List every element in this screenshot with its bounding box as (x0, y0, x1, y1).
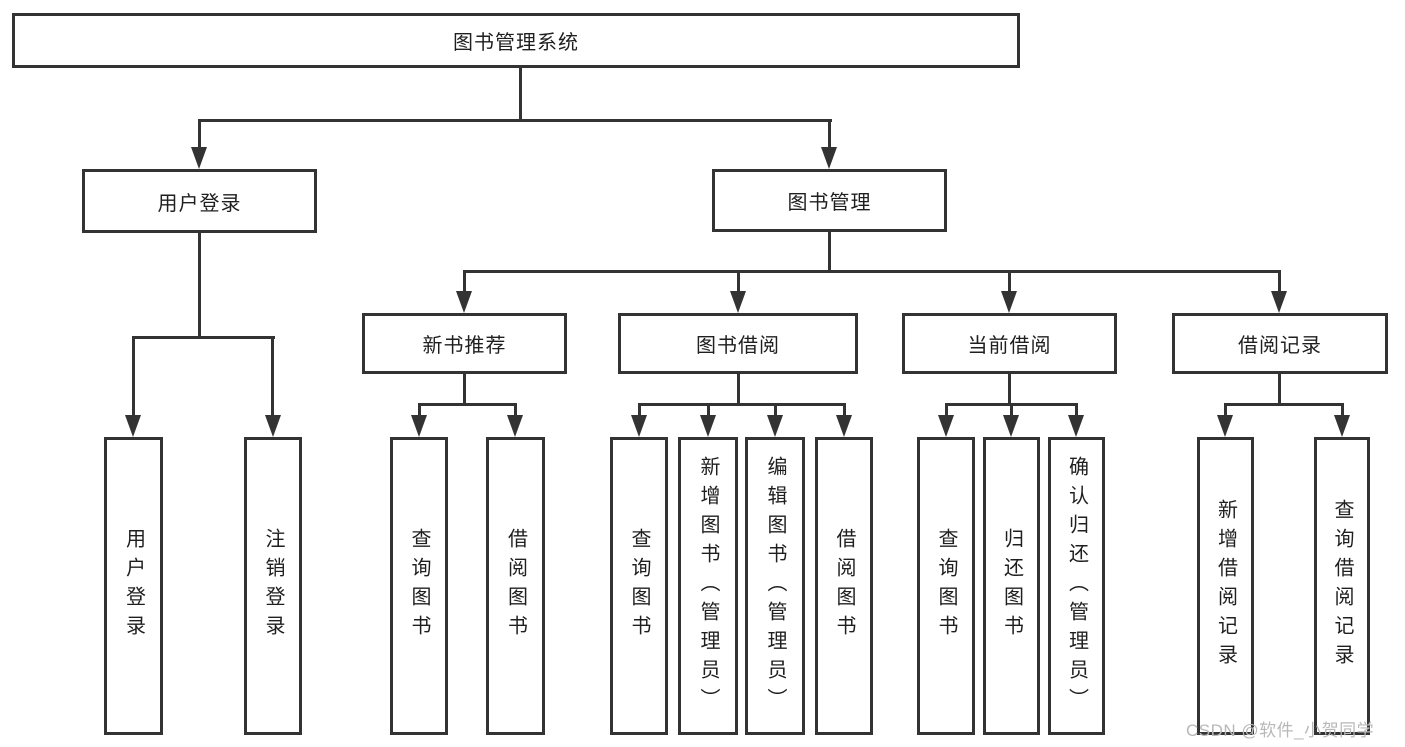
connector-records-drop (1278, 270, 1281, 294)
connector-login-drop (198, 119, 201, 149)
leaf-logout: 注销登录 (244, 437, 302, 735)
leaf-recommend-borrow-books-label: 借阅图书 (504, 528, 527, 644)
connector-borrow-drop-3 (774, 403, 777, 417)
connector-login-drop-2 (271, 336, 274, 417)
node-root-label: 图书管理系统 (453, 32, 579, 54)
connector-records-stem (1278, 374, 1281, 406)
node-book-management: 图书管理 (712, 169, 947, 232)
arrow-to-leaf-user-login (125, 415, 141, 437)
leaf-current-confirm-return-admin-label: 确认归还（管理员） (1065, 455, 1088, 717)
node-current-borrow-label: 当前借阅 (967, 335, 1052, 357)
connector-mgmt-drop (828, 119, 831, 149)
leaf-borrow-add-books-admin: 新增图书（管理员） (678, 437, 738, 735)
connector-login-drop-1 (132, 336, 135, 417)
node-user-login-label: 用户登录 (157, 192, 242, 215)
leaf-current-query-books-label: 查询图书 (935, 528, 957, 644)
leaf-records-query-record-label: 查询借阅记录 (1331, 499, 1353, 673)
node-book-borrow: 图书借阅 (618, 313, 858, 374)
connector-recommend-drop (463, 270, 466, 294)
connector-records-drop-2 (1341, 403, 1344, 417)
connector-current-stem (1008, 374, 1011, 406)
connector-borrow-stem (737, 374, 740, 406)
connector-borrow-drop (737, 270, 740, 294)
connector-borrow-drop-2 (707, 403, 710, 417)
leaf-current-return-books: 归还图书 (983, 437, 1040, 735)
connector-current-drop-2 (1010, 403, 1013, 417)
leaf-borrow-add-books-admin-label: 新增图书（管理员） (697, 455, 719, 717)
node-new-book-recommend: 新书推荐 (362, 313, 567, 374)
leaf-records-query-record: 查询借阅记录 (1314, 437, 1370, 735)
arrow-to-borrow-borrow (836, 415, 852, 437)
arrow-to-current-query (938, 415, 954, 437)
connector-mgmt-stem (828, 232, 831, 273)
leaf-records-add-record: 新增借阅记录 (1197, 437, 1254, 735)
connector-borrow-drop-4 (843, 403, 846, 417)
arrow-to-current-confirm (1068, 415, 1084, 437)
connector-records-drop-1 (1224, 403, 1227, 417)
arrow-to-borrow-records (1271, 291, 1287, 313)
arrow-to-records-add (1217, 415, 1233, 437)
arrow-to-current-return (1003, 415, 1019, 437)
leaf-recommend-query-books: 查询图书 (390, 437, 448, 735)
leaf-borrow-borrow-books: 借阅图书 (815, 437, 873, 735)
node-current-borrow: 当前借阅 (902, 313, 1117, 374)
arrow-to-records-query (1334, 415, 1350, 437)
arrow-to-recommend-query (411, 415, 427, 437)
leaf-recommend-borrow-books: 借阅图书 (486, 437, 545, 735)
node-book-borrow-label: 图书借阅 (696, 335, 780, 357)
connector-current-drop (1008, 270, 1011, 294)
leaf-records-add-record-label: 新增借阅记录 (1214, 499, 1237, 673)
connector-recommend-bar (418, 403, 517, 406)
connector-login-stem (198, 233, 201, 339)
arrow-to-book-borrow (730, 291, 746, 313)
arrow-to-new-book-recommend (456, 291, 472, 313)
connector-recommend-stem (463, 374, 466, 406)
node-book-management-label: 图书管理 (787, 192, 872, 214)
node-user-login: 用户登录 (82, 169, 317, 233)
leaf-borrow-edit-books-admin-label: 编辑图书（管理员） (764, 455, 786, 717)
connector-borrow-bar (638, 403, 846, 406)
connector-current-drop-1 (945, 403, 948, 417)
node-borrow-records-label: 借阅记录 (1238, 335, 1322, 357)
leaf-recommend-query-books-label: 查询图书 (408, 528, 430, 644)
connector-recommend-drop-2 (514, 403, 517, 417)
arrow-to-borrow-add (700, 415, 716, 437)
leaf-current-return-books-label: 归还图书 (1000, 528, 1023, 644)
node-new-book-recommend-label: 新书推荐 (422, 335, 507, 357)
node-borrow-records: 借阅记录 (1172, 313, 1388, 374)
arrow-to-recommend-borrow (507, 415, 523, 437)
node-root: 图书管理系统 (12, 13, 1020, 68)
csdn-watermark: CSDN @软件_小贺同学 (1186, 721, 1375, 740)
connector-level2-bar (198, 119, 832, 122)
leaf-borrow-query-books: 查询图书 (610, 437, 668, 735)
arrow-to-borrow-edit (767, 415, 783, 437)
leaf-borrow-edit-books-admin: 编辑图书（管理员） (745, 437, 805, 735)
connector-root-stem (519, 68, 522, 122)
leaf-current-confirm-return-admin: 确认归还（管理员） (1048, 437, 1105, 735)
leaf-current-query-books: 查询图书 (917, 437, 975, 735)
leaf-borrow-borrow-books-label: 借阅图书 (833, 528, 855, 644)
connector-recommend-drop-1 (418, 403, 421, 417)
arrow-to-leaf-logout (265, 415, 281, 437)
leaf-user-login-label: 用户登录 (122, 528, 145, 644)
arrow-to-current-borrow (1001, 291, 1017, 313)
arrow-to-book-management (821, 147, 837, 169)
arrow-to-user-login (191, 147, 207, 169)
leaf-user-login: 用户登录 (104, 437, 163, 735)
leaf-borrow-query-books-label: 查询图书 (628, 528, 650, 644)
leaf-logout-label: 注销登录 (262, 528, 284, 644)
connector-login-bar (132, 336, 275, 339)
arrow-to-borrow-query (631, 415, 647, 437)
connector-borrow-drop-1 (638, 403, 641, 417)
connector-level3-bar (463, 270, 1281, 273)
connector-records-bar (1224, 403, 1343, 406)
connector-current-drop-3 (1075, 403, 1078, 417)
